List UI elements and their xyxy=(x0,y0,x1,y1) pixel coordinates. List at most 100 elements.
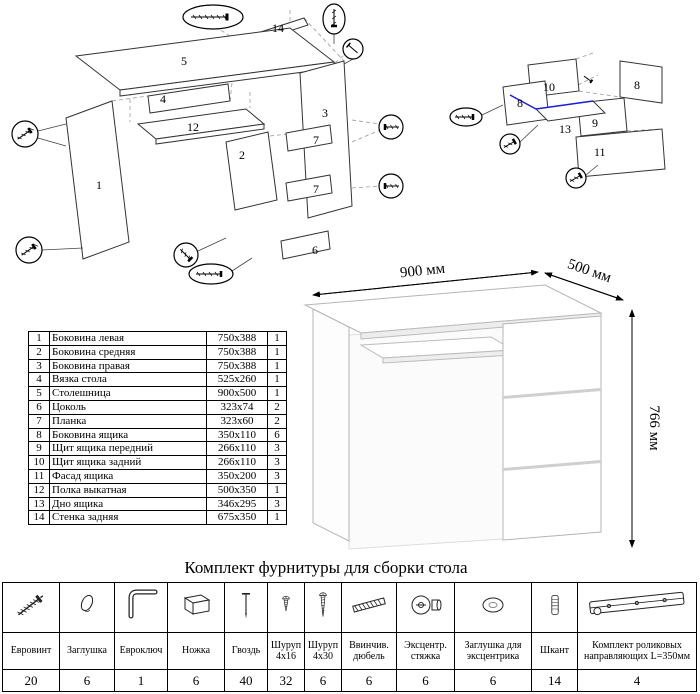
hw-qty-cell: 6 xyxy=(341,669,397,692)
hw-qty-cell: 6 xyxy=(59,669,115,692)
cam-lock-icon xyxy=(411,595,441,615)
drawer-gap-2 xyxy=(503,460,601,471)
callout-screw-icons xyxy=(455,75,594,182)
dowel-icon xyxy=(550,595,559,615)
drawer-facade-11 xyxy=(575,128,666,178)
part-size-cell: 266x110 xyxy=(206,441,268,457)
exploded-drawer-drawing xyxy=(449,52,666,189)
depth-dimension-label: 500 мм xyxy=(565,256,613,286)
leader-lines xyxy=(37,34,354,272)
part-qty-cell: 6 xyxy=(267,427,287,443)
screw-icon xyxy=(331,9,337,28)
hw-name-cell: Заглушка xyxy=(59,632,115,670)
hw-qty-cell: 40 xyxy=(224,669,268,692)
part-qty-cell: 1 xyxy=(267,510,287,526)
part-number-cell: 7 xyxy=(28,413,50,429)
part-size-cell: 750x388 xyxy=(206,331,268,346)
hexkey-icon xyxy=(128,589,158,619)
part-qty-cell: 1 xyxy=(267,372,287,388)
screw-icon xyxy=(191,13,229,21)
screw-icon xyxy=(196,271,223,277)
tie-panel-4 xyxy=(147,83,231,114)
hardware-icons-row xyxy=(2,582,697,633)
part-qty-cell: 2 xyxy=(267,399,287,415)
hardware-qty-row: 20 6 1 6 40 32 6 6 6 6 14 4 xyxy=(2,669,697,692)
part-qty-cell: 1 xyxy=(267,331,287,346)
hw-name-cell: Евровинт xyxy=(2,632,60,670)
part-size-cell: 525x260 xyxy=(206,372,268,388)
part-name-cell: Столешница xyxy=(49,386,207,401)
part-label-14: 14 xyxy=(272,21,284,35)
screw-icon xyxy=(21,243,39,256)
part-label-10: 10 xyxy=(543,80,555,94)
part-size-cell: 323x74 xyxy=(206,399,268,415)
part-label-8a: 8 xyxy=(517,96,523,110)
part-name-cell: Боковина правая xyxy=(49,358,207,374)
part-size-cell: 750x388 xyxy=(206,358,268,374)
part-size-cell: 900x500 xyxy=(206,386,268,401)
dimension-arrows xyxy=(312,269,635,548)
part-name-cell: Щит ящика задний xyxy=(49,455,207,470)
desk-body xyxy=(303,284,603,550)
nail-icon xyxy=(242,593,250,619)
screw-icon xyxy=(455,114,475,120)
hardware-table-container: Евровинт Заглушка Евроключ Ножка Гвоздь … xyxy=(2,582,697,692)
part-number-cell: 12 xyxy=(28,482,50,498)
screw-icon xyxy=(383,124,399,130)
hw-qty-cell: 6 xyxy=(454,669,532,692)
part-size-cell: 500x350 xyxy=(206,482,268,498)
plank-7a xyxy=(285,124,333,152)
exploded-desk-diagram: 14 5 4 12 2 1 3 7 7 6 xyxy=(0,0,445,325)
part-size-cell: 675x350 xyxy=(206,510,268,526)
hw-name-cell: Комплект роликовых направляющих L=350мм xyxy=(577,632,697,670)
part-label-5: 5 xyxy=(181,54,187,68)
part-label-8b: 8 xyxy=(634,78,640,92)
hw-qty-cell: 6 xyxy=(396,669,455,692)
left-side-1 xyxy=(65,100,130,260)
screw-4x16-icon xyxy=(282,595,290,612)
part-number-cell: 11 xyxy=(28,468,50,484)
drawer-unit xyxy=(502,315,602,541)
screw-icon xyxy=(503,138,517,148)
part-name-cell: Щит ящика передний xyxy=(49,441,207,457)
hw-name-cell: Шкант xyxy=(531,632,578,670)
part-label-7a: 7 xyxy=(313,133,319,147)
part-size-cell: 350x200 xyxy=(206,468,268,484)
hw-name-cell: Ножка xyxy=(167,632,225,670)
part-number-cell: 13 xyxy=(28,496,50,512)
dowel-screw-icon xyxy=(352,597,386,613)
screw-icon xyxy=(17,127,35,140)
hw-icon-cell xyxy=(224,582,268,633)
part-name-cell: Фасад ящика xyxy=(49,468,207,484)
part-name-cell: Полка выкатная xyxy=(49,482,207,498)
plinth-6 xyxy=(280,230,331,260)
hw-qty-cell: 6 xyxy=(167,669,225,692)
hw-name-cell: Евроключ xyxy=(114,632,168,670)
part-number-cell: 1 xyxy=(28,331,50,346)
width-dimension-label: 900 мм xyxy=(399,261,446,282)
desk-product-drawing: 900 мм 500 мм 766 мм xyxy=(303,256,662,550)
part-number-cell: 4 xyxy=(28,372,50,388)
product-dimension-drawing: 900 мм 500 мм 766 мм xyxy=(295,255,700,575)
part-number-cell: 8 xyxy=(28,427,50,443)
hardware-names-row: Евровинт Заглушка Евроключ Ножка Гвоздь … xyxy=(2,632,697,670)
part-qty-cell: 1 xyxy=(267,344,287,360)
hw-icon-cell xyxy=(304,582,342,633)
exploded-desk-drawing xyxy=(11,3,404,285)
part-number-cell: 2 xyxy=(28,344,50,360)
screw-icon xyxy=(583,75,594,84)
middle-side-2 xyxy=(225,131,278,211)
hardware-table: Евровинт Заглушка Евроключ Ножка Гвоздь … xyxy=(2,582,697,692)
part-qty-cell: 3 xyxy=(267,468,287,484)
hw-qty-cell: 4 xyxy=(577,669,697,692)
part-label-9: 9 xyxy=(592,116,598,130)
